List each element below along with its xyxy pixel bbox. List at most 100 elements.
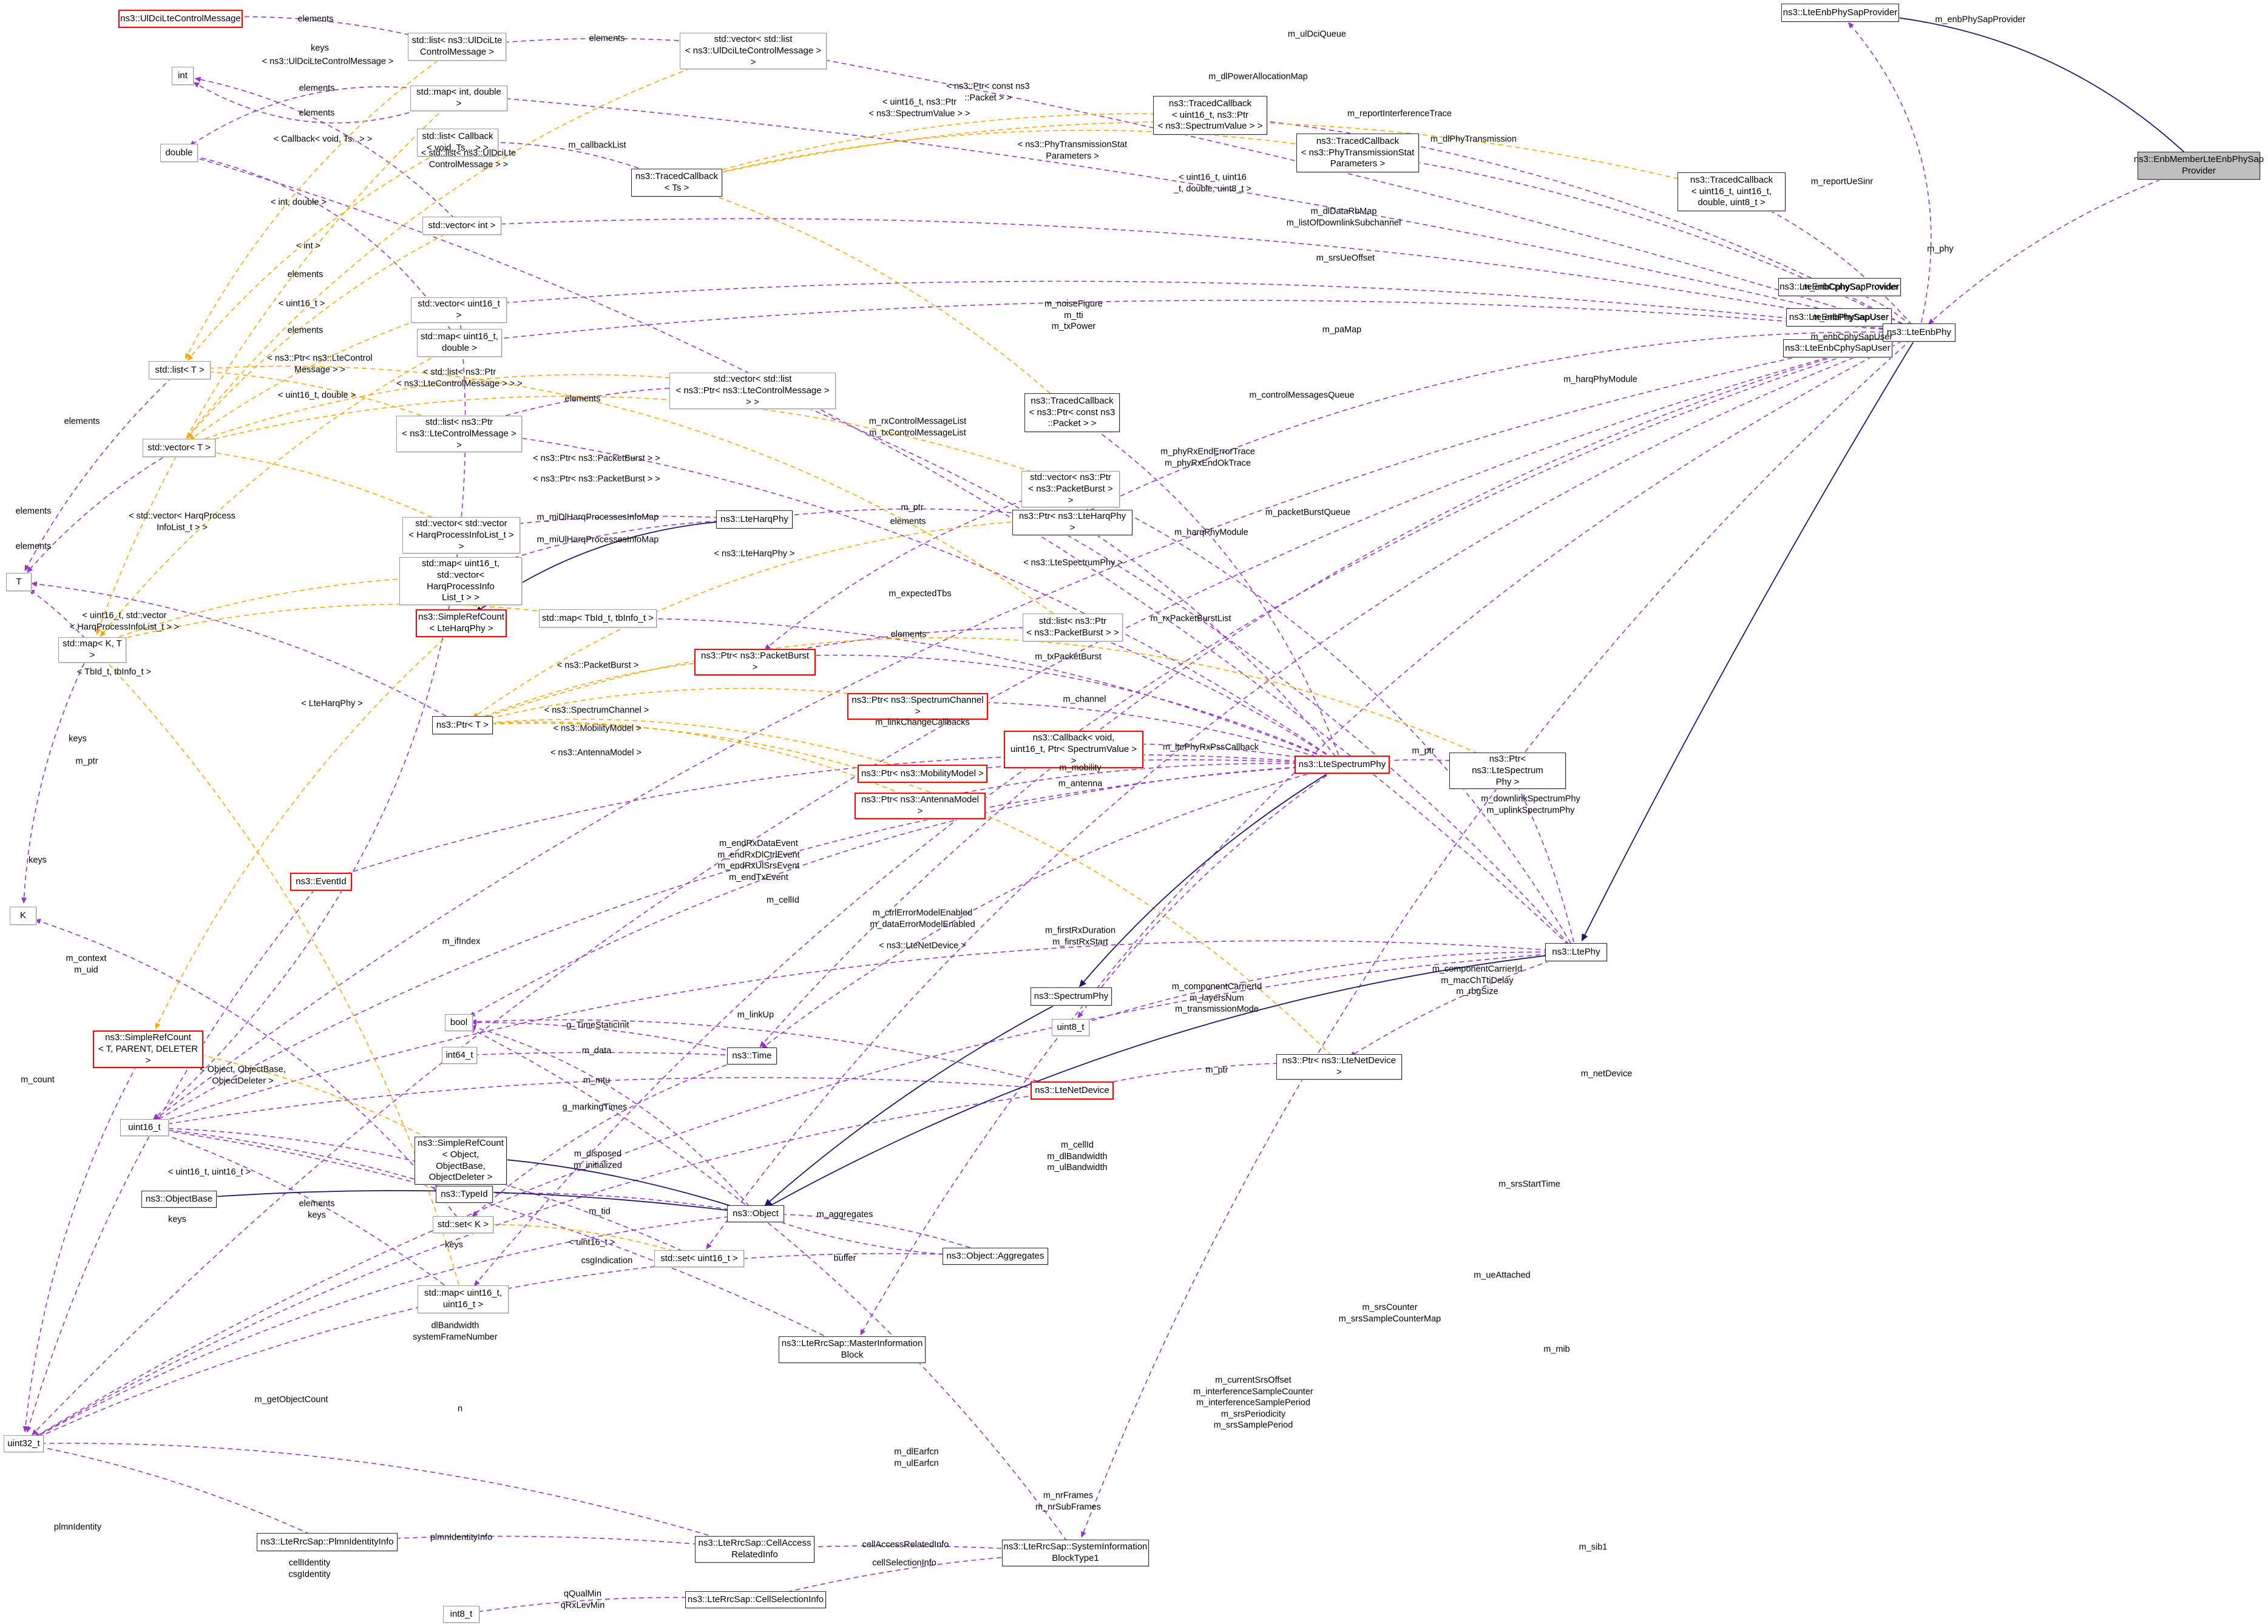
class-node-int64[interactable]: int64_t bbox=[442, 1047, 477, 1064]
edge-ltespec-to-ptr_pb bbox=[767, 654, 1333, 761]
class-node-ptr_lnd[interactable]: ns3::Ptr< ns3::LteNetDevice > bbox=[1276, 1054, 1402, 1080]
class-node-vec_ptr_pb[interactable]: std::vector< ns3::Ptr < ns3::PacketBurst… bbox=[1021, 471, 1120, 508]
edge-lteenbphy-to-tcb_phytx bbox=[1379, 154, 1911, 329]
class-node-uint16[interactable]: uint16_t bbox=[120, 1119, 169, 1136]
class-node-ptr_sc[interactable]: ns3::Ptr< ns3::SpectrumChannel > bbox=[847, 693, 988, 720]
class-node-target[interactable]: ns3::EnbMemberLteEnbPhySap Provider bbox=[2134, 152, 2264, 180]
class-node-vec_uint16[interactable]: std::vector< uint16_t > bbox=[411, 297, 507, 323]
class-node-bool[interactable]: bool bbox=[445, 1014, 473, 1031]
class-node-objectbase[interactable]: ns3::ObjectBase bbox=[141, 1191, 217, 1208]
edge-vec_t-to-t bbox=[27, 453, 171, 573]
class-node-plmninfo[interactable]: ns3::LteRrcSap::PlmnIdentityInfo bbox=[257, 1533, 398, 1551]
class-node-vec_vec_harq[interactable]: std::vector< std::vector < HarqProcessIn… bbox=[402, 517, 520, 554]
edge-src_t-to-uint32 bbox=[22, 1057, 141, 1433]
class-node-set_u16[interactable]: std::set< uint16_t > bbox=[654, 1250, 744, 1267]
edge-cellaccess-to-plmninfo bbox=[339, 1535, 740, 1549]
class-node-list_uldci[interactable]: std::list< ns3::UlDciLte ControlMessage … bbox=[408, 33, 506, 61]
class-node-tcb_phytx[interactable]: ns3::TracedCallback < ns3::PhyTransmissi… bbox=[1296, 134, 1419, 172]
class-node-sib1box[interactable]: ns3::LteRrcSap::SystemInformation BlockT… bbox=[1002, 1540, 1149, 1566]
class-node-src_obj[interactable]: ns3::SimpleRefCount < Object, ObjectBase… bbox=[415, 1137, 507, 1185]
class-node-map_tbid[interactable]: std::map< TbId_t, tbInfo_t > bbox=[539, 609, 657, 628]
edge-lteenbphy-to-map_u16_u16 bbox=[473, 335, 1909, 1287]
class-node-sapprov[interactable]: ns3::LteEnbPhySapProvider bbox=[1781, 4, 1899, 22]
class-node-vec_t[interactable]: std::vector< T > bbox=[143, 439, 215, 457]
class-node-cellsel[interactable]: ns3::LteRrcSap::CellSelectionInfo bbox=[685, 1591, 826, 1608]
edge-ltespec-to-ptr_lhp bbox=[1082, 525, 1336, 757]
class-node-physapuser[interactable]: ns3::LteEnbPhySapUser bbox=[1786, 308, 1892, 326]
class-node-list_callback[interactable]: std::list< Callback < void, Ts... > > bbox=[417, 129, 498, 157]
class-node-vec_list_uldci[interactable]: std::vector< std::list < ns3::UlDciLteCo… bbox=[680, 33, 827, 70]
edge-list_ptr_pb-to-ptr_pb bbox=[767, 627, 1058, 657]
class-node-ptr_t[interactable]: ns3::Ptr< T > bbox=[432, 716, 493, 734]
class-node-src_t[interactable]: ns3::SimpleRefCount < T, PARENT, DELETER… bbox=[93, 1030, 203, 1069]
class-node-src_lteharq[interactable]: ns3::SimpleRefCount < LteHarqPhy > bbox=[416, 609, 507, 637]
class-node-object[interactable]: ns3::Object bbox=[727, 1205, 784, 1222]
edge-target-to-lteenbphy bbox=[1928, 170, 2185, 325]
class-node-map_u16_double[interactable]: std::map< uint16_t, double > bbox=[417, 329, 502, 357]
edge-ltespec-to-eventid bbox=[333, 754, 1332, 879]
class-node-list_ptr_lcm[interactable]: std::list< ns3::Ptr < ns3::LteControlMes… bbox=[396, 416, 522, 453]
class-node-cb_pss[interactable]: ns3::Callback< void, uint16_t, Ptr< Spec… bbox=[1004, 731, 1143, 769]
class-node-int8[interactable]: int8_t bbox=[443, 1606, 479, 1623]
edge-list_ptr_lcm-to-list_t bbox=[191, 368, 445, 425]
class-node-tracedcb_ts[interactable]: ns3::TracedCallback < Ts > bbox=[631, 169, 722, 197]
class-node-spectrumphy[interactable]: ns3::SpectrumPhy bbox=[1031, 987, 1112, 1006]
class-node-map_u16_u16[interactable]: std::map< uint16_t, uint16_t > bbox=[418, 1285, 509, 1313]
class-node-cphyuser[interactable]: ns3::LteEnbCphySapUser bbox=[1783, 339, 1892, 357]
edge-lteenbphy-to-sapprov bbox=[1847, 22, 1932, 323]
class-node-ptr_ant[interactable]: ns3::Ptr< ns3::AntennaModel > bbox=[855, 793, 986, 819]
edge-ltespec-to-cb_pss bbox=[1090, 741, 1332, 763]
class-node-uint32[interactable]: uint32_t bbox=[4, 1435, 44, 1452]
class-node-lteenbphy[interactable]: ns3::LteEnbPhy bbox=[1883, 323, 1955, 342]
edge-map_k_t-to-k bbox=[21, 655, 89, 904]
class-node-aggregates[interactable]: ns3::Object::Aggregates bbox=[943, 1248, 1048, 1265]
edge-ltenet-to-uint16 bbox=[155, 1077, 1062, 1128]
edge-lteenbphy-to-ptr_lhp bbox=[1083, 331, 1909, 514]
class-node-lteharq[interactable]: ns3::LteHarqPhy bbox=[716, 510, 793, 529]
class-node-ltespec[interactable]: ns3::LteSpectrumPhy bbox=[1295, 756, 1390, 774]
class-node-uint8[interactable]: uint8_t bbox=[1052, 1019, 1089, 1036]
edge-ltespec-to-time bbox=[761, 766, 1333, 1049]
edge-time-to-set_k bbox=[472, 1058, 743, 1217]
edge-time-to-bool bbox=[470, 1020, 743, 1055]
class-node-vec_int[interactable]: std::vector< int > bbox=[422, 217, 501, 235]
class-node-ltenet[interactable]: ns3::LteNetDevice bbox=[1031, 1081, 1114, 1100]
class-node-masterinfo[interactable]: ns3::LteRrcSap::MasterInformation Block bbox=[779, 1336, 926, 1363]
class-node-int[interactable]: int bbox=[172, 67, 194, 85]
edge-lteenbphy-to-set_u16 bbox=[706, 336, 1910, 1250]
edge-ptr_mob-to-ptr_t bbox=[474, 719, 913, 771]
class-node-list_t[interactable]: std::list< T > bbox=[149, 361, 211, 379]
class-node-uldci[interactable]: ns3::UlDciLteControlMessage bbox=[118, 10, 243, 28]
edge-tcb_packet-to-tracedcb_ts bbox=[692, 188, 1057, 400]
class-node-t[interactable]: T bbox=[6, 573, 32, 591]
class-node-ltephy[interactable]: ns3::LtePhy bbox=[1545, 943, 1607, 961]
class-node-tcb_packet[interactable]: ns3::TracedCallback < ns3::Ptr< const ns… bbox=[1024, 393, 1120, 432]
edge-map_int_double-to-map_k_t bbox=[96, 101, 452, 635]
class-node-set_k[interactable]: std::set< K > bbox=[433, 1216, 493, 1233]
class-node-ptr_mob[interactable]: ns3::Ptr< ns3::MobilityModel > bbox=[858, 765, 987, 783]
class-node-time[interactable]: ns3::Time bbox=[727, 1047, 777, 1064]
class-node-double[interactable]: double bbox=[160, 144, 198, 162]
class-node-cellaccess[interactable]: ns3::LteRrcSap::CellAccess RelatedInfo bbox=[695, 1536, 814, 1563]
class-node-ptr_pb[interactable]: ns3::Ptr< ns3::PacketBurst > bbox=[694, 649, 816, 675]
edge-src_lteharq-to-src_t bbox=[155, 633, 450, 1029]
class-node-list_ptr_pb[interactable]: std::list< ns3::Ptr < ns3::PacketBurst >… bbox=[1023, 614, 1123, 641]
class-node-map_harq[interactable]: std::map< uint16_t, std::vector< HarqPro… bbox=[399, 557, 522, 605]
edge-ltephy-to-vec_list_ptr_lcm bbox=[768, 392, 1570, 945]
class-node-eventid[interactable]: ns3::EventId bbox=[290, 873, 352, 891]
class-node-ptr_lsp[interactable]: ns3::Ptr< ns3::LteSpectrum Phy > bbox=[1449, 753, 1566, 790]
class-node-k[interactable]: K bbox=[10, 907, 36, 925]
class-node-cphyprov[interactable]: ns3::LteEnbCphySapProvider bbox=[1778, 278, 1901, 296]
class-node-typeid[interactable]: ns3::TypeId bbox=[436, 1186, 493, 1203]
edge-ptr_lhp-to-ptr_t bbox=[472, 518, 1063, 719]
class-node-ptr_lhp[interactable]: ns3::Ptr< ns3::LteHarqPhy > bbox=[1012, 510, 1132, 535]
class-node-map_k_t[interactable]: std::map< K, T > bbox=[58, 637, 126, 663]
edge-typeid-to-uint16 bbox=[155, 1126, 455, 1192]
class-node-tcb_4[interactable]: ns3::TracedCallback < uint16_t, uint16_t… bbox=[1677, 172, 1786, 211]
class-node-vec_list_ptr_lcm[interactable]: std::vector< std::list < ns3::Ptr< ns3::… bbox=[669, 373, 836, 410]
edge-tracedcb_ts-to-list_callback bbox=[474, 139, 663, 178]
edge-sib1box-to-bool bbox=[469, 1027, 1068, 1541]
class-node-tcb_spectrumvalue[interactable]: ns3::TracedCallback < uint16_t, ns3::Ptr… bbox=[1153, 96, 1267, 135]
class-node-map_int_double[interactable]: std::map< int, double > bbox=[410, 86, 507, 111]
